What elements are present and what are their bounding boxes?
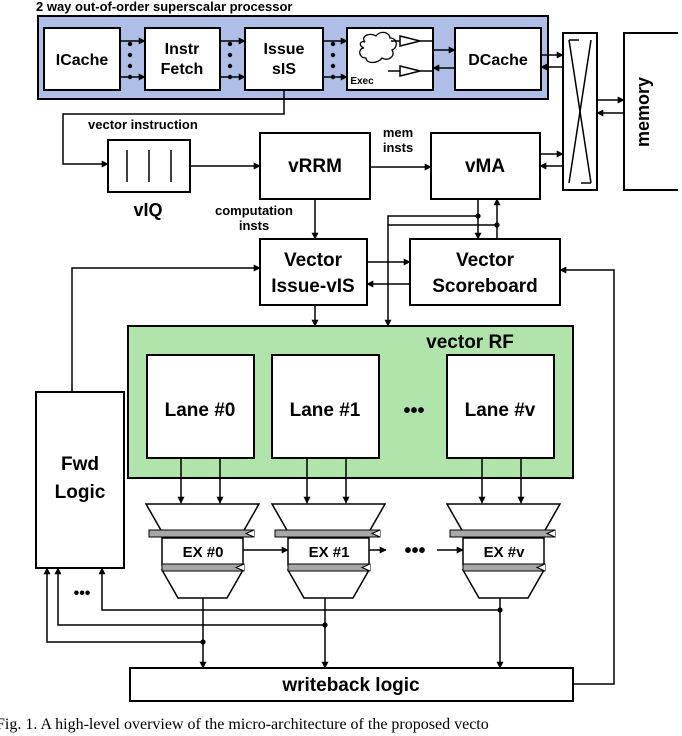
ex-unit-v: EX #v [445, 503, 562, 599]
vma-rf-connections [384, 198, 501, 327]
icache-block: ICache [43, 27, 121, 91]
vector-instruction-arrow [62, 90, 285, 168]
exec-cloud-icon [359, 31, 397, 64]
lane-1: Lane #1 [271, 354, 380, 459]
lane-v-label: Lane #v [465, 400, 536, 421]
lane-1-label: Lane #1 [290, 400, 361, 421]
ex-unit-1: EX #1 [270, 503, 387, 599]
ex-unit-0: EX #0 [144, 503, 261, 599]
vrrm-label: vRRM [288, 156, 342, 177]
instr-fetch-label-1: Instr [165, 41, 200, 58]
vector-instruction-label: vector instruction [88, 117, 198, 132]
ex-ellipsis: ••• [404, 540, 425, 562]
dcache-block: DCache [454, 27, 542, 91]
vector-issue-label-1: Vector [284, 250, 343, 271]
vector-scoreboard-block: Vector Scoreboard [409, 238, 561, 306]
memory-label: memory [633, 77, 653, 147]
issue-sis-label-1: Issue [264, 41, 305, 58]
fwd-ellipsis: ••• [74, 585, 91, 602]
exec-label: Exec [350, 76, 374, 87]
issue-sis-block: Issue sIS [244, 27, 324, 91]
lane-v: Lane #v [446, 354, 555, 459]
lane-to-ex-arrows [177, 458, 525, 504]
vector-scoreboard-label-1: Vector [456, 250, 515, 271]
vector-issue-block: Vector Issue-vIS [259, 238, 368, 306]
writeback-to-scoreboard-arrow [559, 266, 615, 685]
instr-fetch-block: Instr Fetch [144, 27, 221, 91]
ex-unit-1-label: EX #1 [309, 544, 350, 561]
lane-0: Lane #0 [146, 354, 255, 459]
vrrm-block: vRRM [259, 132, 371, 200]
ex-unit-v-label: EX #v [484, 544, 526, 561]
fwd-logic-label-2: Logic [55, 482, 106, 503]
issue-sis-label-2: sIS [272, 61, 296, 78]
ex-unit-0-label: EX #0 [183, 544, 224, 561]
crossbar [562, 32, 598, 191]
computation-insts-label-1: computation [215, 203, 293, 218]
viq-label: vIQ [133, 200, 162, 220]
pipeline-arrows [120, 37, 348, 81]
writeback-label: writeback logic [281, 675, 420, 696]
vma-block: vMA [430, 132, 541, 200]
vector-issue-label-2: Issue-vIS [271, 276, 354, 297]
vma-label: vMA [465, 156, 505, 177]
lanes-ellipsis: ••• [403, 400, 424, 422]
instr-fetch-label-2: Fetch [161, 61, 204, 78]
processor-title: 2 way out-of-order superscalar processor [36, 0, 292, 14]
computation-insts-label-2: insts [239, 218, 269, 233]
lane-0-label: Lane #0 [165, 400, 236, 421]
mem-insts-label-1: mem [383, 125, 413, 140]
figure-caption: Fig. 1. A high-level overview of the mic… [0, 716, 489, 733]
dcache-label: DCache [468, 52, 528, 69]
forwarding-wires [43, 567, 504, 669]
vector-scoreboard-label-2: Scoreboard [432, 276, 538, 297]
fwd-logic-label-1: Fwd [61, 454, 99, 475]
fwd-logic-block: Fwd Logic [35, 391, 125, 569]
memory-block: memory [623, 32, 678, 191]
viq-block: vIQ [107, 139, 191, 220]
writeback-block: writeback logic [129, 667, 574, 702]
mem-insts-label-2: insts [383, 140, 413, 155]
fwd-to-vis-arrow [71, 264, 261, 392]
exec-block: Exec [346, 27, 434, 91]
icache-label: ICache [56, 52, 109, 69]
vector-rf-label: vector RF [426, 332, 514, 353]
